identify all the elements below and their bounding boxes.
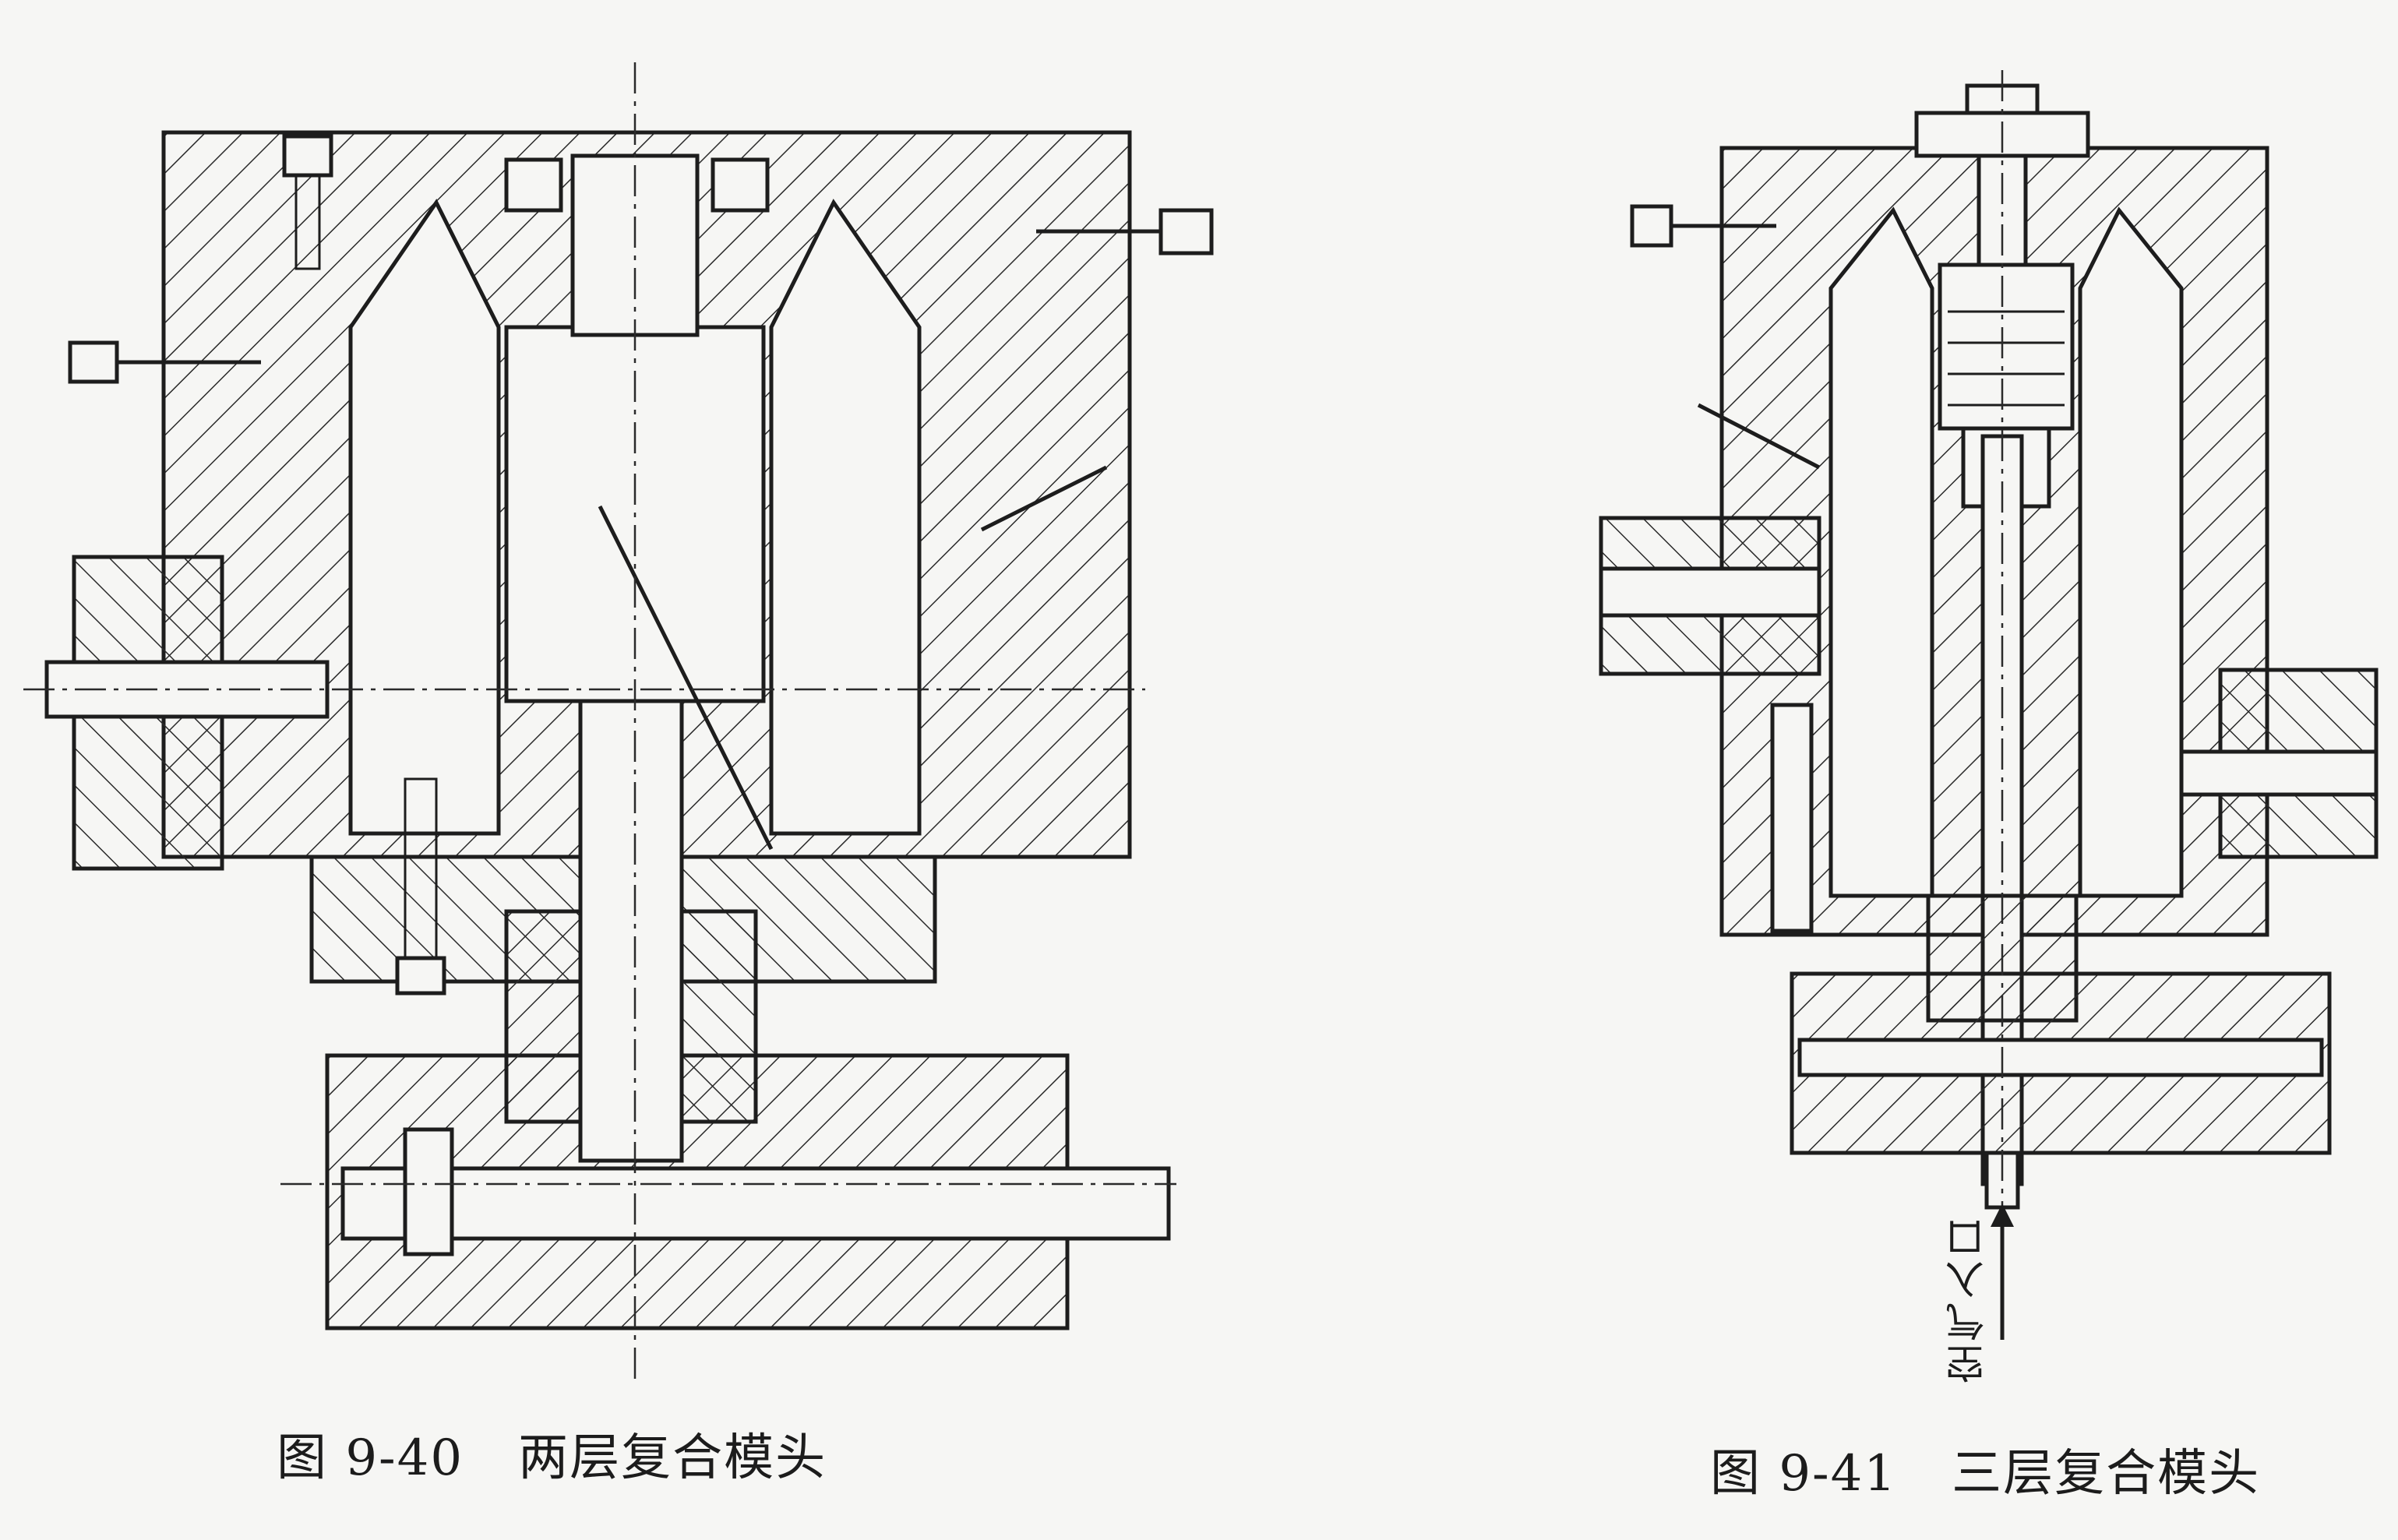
figure-caption-right: 图 9-41 三层复合模头: [1710, 1433, 2260, 1505]
air-inlet-label: 空气入口: [1945, 1215, 1991, 1383]
flow-channel-diagonal: [598, 505, 774, 851]
inlet-channel-left: [1599, 566, 1821, 618]
bottom-air-channel: [340, 1166, 1171, 1241]
figure-title-left: 两层复合模头: [518, 1429, 827, 1487]
bolt-shank-bottom: [404, 777, 438, 960]
top-nut-left: [504, 157, 563, 213]
heater-connector-right-die: [1630, 204, 1673, 248]
bolt-head-top-left: [282, 134, 333, 178]
inlet-channel-right: [2179, 749, 2379, 797]
figure-number-left: 图 9-40: [277, 1429, 464, 1487]
figure-caption-left: 图 9-40 两层复合模头: [277, 1418, 827, 1489]
right-cone: [769, 199, 922, 836]
heater-connector-right: [1158, 208, 1214, 255]
plug-bottom: [403, 1127, 454, 1256]
bolt-shank-top-left: [294, 174, 321, 270]
thermocouple: [980, 465, 1108, 532]
right-die-cone-right: [2078, 206, 2184, 898]
figure-number-right: 图 9-41: [1710, 1445, 1898, 1503]
top-nut-right: [711, 157, 770, 213]
three-layer-die-drawing: [1599, 70, 2379, 1340]
two-layer-die-drawing: [23, 62, 1214, 1387]
bottom-channel-right: [1797, 1038, 2324, 1077]
sleeve-right: [679, 909, 758, 1124]
thermocouple-right-die: [1697, 403, 1821, 470]
figure-title-right: 三层复合模头: [1952, 1445, 2261, 1503]
air-inlet-arrow: [1991, 1203, 2014, 1227]
bolt-head-bottom: [395, 956, 446, 996]
sleeve-left: [504, 909, 583, 1124]
vertical-bolt-right-die: [1770, 703, 1814, 933]
right-die-cone-left: [1828, 206, 1934, 898]
left-cone: [348, 199, 501, 836]
heater-connector-left: [68, 340, 119, 384]
central-stem: [578, 699, 684, 1163]
